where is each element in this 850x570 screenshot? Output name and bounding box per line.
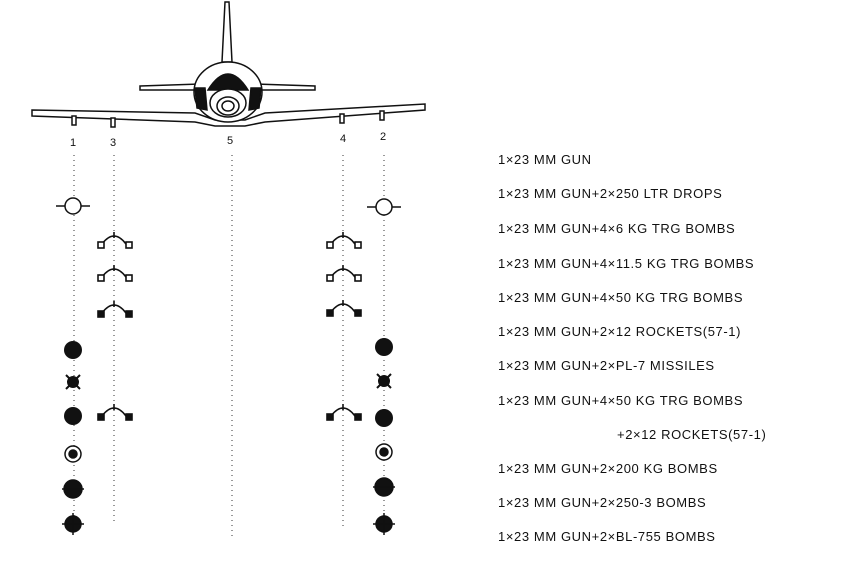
- station-label: 4: [340, 133, 346, 145]
- bomb-200kg-icon: [375, 443, 393, 461]
- twin-bomb-carrier-icon: [326, 265, 362, 282]
- config-item: 1×23 MM GUN+2×12 ROCKETS(57-1): [498, 324, 742, 339]
- twin-bomb-carrier-icon: [97, 232, 133, 249]
- missile-icon: [376, 373, 392, 389]
- bomb-250-3-icon: [373, 477, 395, 497]
- config-item: 1×23 MM GUN+2×PL-7 MISSILES: [498, 358, 715, 373]
- station-label: 2: [380, 131, 386, 143]
- aircraft-front-view: [31, 1, 426, 128]
- config-item-continuation: +2×12 ROCKETS(57-1): [617, 427, 767, 442]
- twin-bomb-carrier-icon: [97, 265, 133, 282]
- twin-bomb-carrier-icon: [326, 300, 362, 317]
- config-item: 1×23 MM GUN+4×50 KG TRG BOMBS: [498, 393, 744, 408]
- rocket-pod-icon: [64, 341, 82, 359]
- rocket-pod-icon: [64, 407, 82, 425]
- config-item: 1×23 MM GUN+4×50 KG TRG BOMBS: [498, 290, 744, 305]
- bl755-bomb-icon: [62, 513, 84, 535]
- rocket-pod-icon: [375, 338, 393, 356]
- station-label: 1: [70, 137, 76, 149]
- drop-tank-icon: [367, 198, 401, 216]
- station-label: 3: [110, 137, 116, 149]
- twin-bomb-carrier-icon: [97, 301, 133, 318]
- rocket-pod-icon: [375, 409, 393, 427]
- twin-bomb-carrier-icon: [326, 232, 362, 249]
- missile-icon: [65, 374, 81, 390]
- config-item: 1×23 MM GUN+2×BL-755 BOMBS: [498, 529, 716, 544]
- config-item: 1×23 MM GUN+2×250 LTR DROPS: [498, 186, 723, 201]
- bomb-200kg-icon: [64, 445, 82, 463]
- config-item: 1×23 MM GUN+4×6 KG TRG BOMBS: [498, 221, 736, 236]
- drop-tank-icon: [56, 197, 90, 215]
- twin-bomb-carrier-icon: [97, 404, 133, 421]
- config-item: 1×23 MM GUN+4×11.5 KG TRG BOMBS: [498, 256, 755, 271]
- twin-bomb-carrier-icon: [326, 404, 362, 421]
- config-item: 1×23 MM GUN: [498, 152, 592, 167]
- station-lines: [73, 155, 385, 540]
- config-item: 1×23 MM GUN+2×200 KG BOMBS: [498, 461, 718, 476]
- bomb-250-3-icon: [62, 479, 84, 499]
- config-item: 1×23 MM GUN+2×250-3 BOMBS: [498, 495, 707, 510]
- station-label: 5: [227, 135, 233, 147]
- bl755-bomb-icon: [373, 513, 395, 535]
